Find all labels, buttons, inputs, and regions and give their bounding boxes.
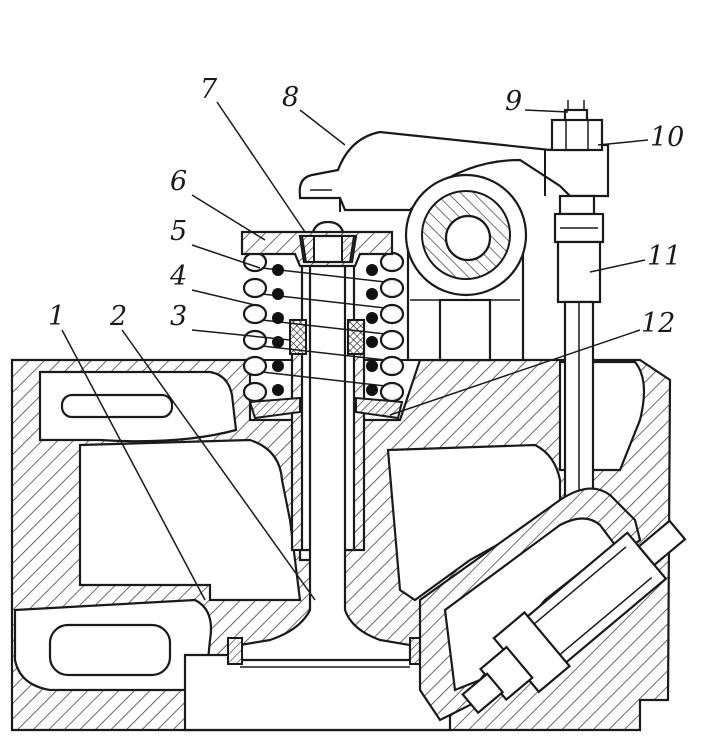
inner-spring-coil xyxy=(272,312,284,324)
valve-stem-seal xyxy=(289,319,365,355)
leader-line-1 xyxy=(61,329,206,601)
outer-spring-wire xyxy=(261,319,386,335)
inner-spring-coil xyxy=(366,384,378,396)
leader-line-9 xyxy=(524,109,569,113)
callout-label-3: 3 xyxy=(170,301,187,332)
inner-spring-coil xyxy=(366,288,378,300)
outer-spring-coil xyxy=(379,277,405,299)
callout-label-11: 11 xyxy=(647,241,681,272)
outer-spring-coil xyxy=(379,329,405,351)
leader-line-3 xyxy=(191,329,291,341)
leader-line-6 xyxy=(191,194,266,241)
inner-valve-spring xyxy=(272,264,378,396)
outer-spring-coil xyxy=(379,303,405,325)
lock-nut xyxy=(550,118,604,152)
outer-spring-coil xyxy=(379,251,405,273)
outer-spring-coil xyxy=(242,381,268,403)
inner-spring-coil xyxy=(272,288,284,300)
outer-spring-coil xyxy=(242,355,268,377)
outer-spring-wire xyxy=(261,345,386,361)
leader-line-10 xyxy=(597,139,649,146)
leader-lines xyxy=(61,101,649,601)
outer-spring-wire xyxy=(261,371,386,387)
leader-line-4 xyxy=(191,289,256,306)
outer-spring-coil xyxy=(379,381,405,403)
callout-label-10: 10 xyxy=(650,122,684,153)
inner-spring-coil xyxy=(366,264,378,276)
callout-label-8: 8 xyxy=(282,82,299,113)
callout-label-6: 6 xyxy=(170,166,187,197)
callout-label-12: 12 xyxy=(641,308,675,339)
callout-labels: 1 2 3 4 5 6 7 8 9 10 11 12 xyxy=(48,74,684,339)
callout-label-2: 2 xyxy=(109,301,127,332)
leader-line-11 xyxy=(589,259,646,273)
leader-line-2 xyxy=(121,329,316,601)
outer-valve-spring xyxy=(242,251,405,403)
leader-line-7 xyxy=(216,101,306,233)
outer-spring-coil xyxy=(379,355,405,377)
callout-label-4: 4 xyxy=(169,261,187,292)
callout-label-7: 7 xyxy=(200,74,218,105)
leader-line-5 xyxy=(191,244,261,269)
leader-line-8 xyxy=(299,109,346,146)
inner-spring-coil xyxy=(366,336,378,348)
callout-label-9: 9 xyxy=(505,86,522,117)
inner-spring-coil xyxy=(272,360,284,372)
inner-spring-coil xyxy=(272,384,284,396)
inner-spring-coil xyxy=(366,360,378,372)
valve-collets xyxy=(300,235,356,263)
inner-spring-coil xyxy=(366,312,378,324)
rocker-shaft-support xyxy=(404,173,528,362)
callout-label-1: 1 xyxy=(48,301,65,332)
fuel-injector xyxy=(461,519,687,715)
callout-label-5: 5 xyxy=(170,216,187,247)
spring-seat-washer xyxy=(248,396,404,420)
outer-spring-coil xyxy=(242,277,268,299)
leader-line-12 xyxy=(389,329,641,416)
inner-spring-coil xyxy=(272,264,284,276)
